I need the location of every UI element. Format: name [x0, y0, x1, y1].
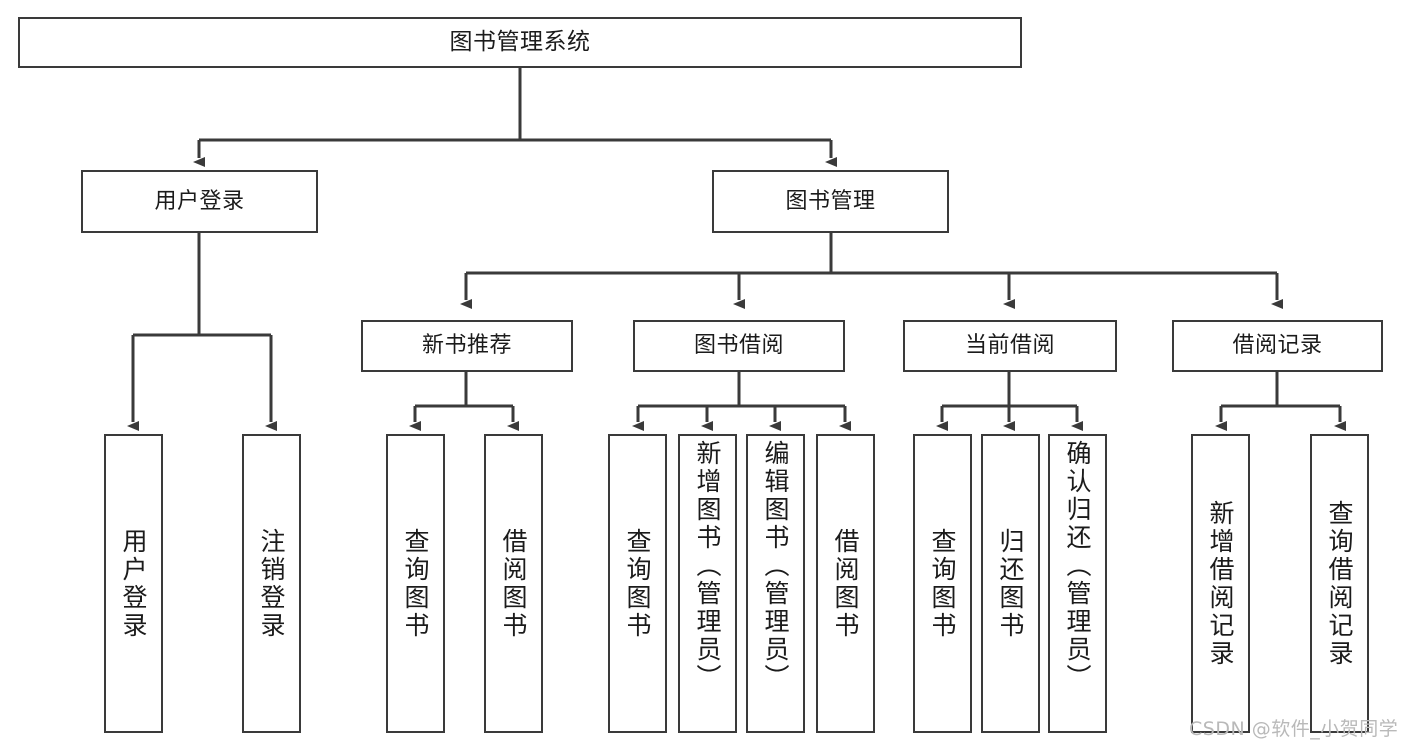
leaf-borrow-add-book-admin[interactable]: 新增图书（管理员）: [678, 434, 737, 733]
leaf-current-return-book[interactable]: 归还图书: [981, 434, 1040, 733]
node-label: 图书借阅: [693, 333, 784, 359]
node-label: 新增图书（管理员）: [693, 440, 722, 692]
node-user-login[interactable]: 用户登录: [81, 170, 318, 233]
leaf-borrow-edit-book-admin[interactable]: 编辑图书（管理员）: [746, 434, 805, 733]
node-borrow-record[interactable]: 借阅记录: [1172, 320, 1383, 372]
node-label: 确认归还（管理员）: [1063, 440, 1092, 692]
node-book-management[interactable]: 图书管理: [712, 170, 949, 233]
node-label: 查询借阅记录: [1325, 499, 1354, 668]
node-label: 图书管理: [785, 188, 876, 214]
node-label: 借阅记录: [1232, 333, 1323, 359]
leaf-borrow-query-book[interactable]: 查询图书: [608, 434, 667, 733]
leaf-borrow-borrow-book[interactable]: 借阅图书: [816, 434, 875, 733]
node-label: 用户登录: [154, 188, 245, 214]
node-label: 新增借阅记录: [1206, 499, 1235, 668]
node-label: 图书管理系统: [449, 28, 591, 55]
leaf-user-login-logout[interactable]: 注销登录: [242, 434, 301, 733]
node-label: 用户登录: [119, 527, 148, 640]
node-current-borrow[interactable]: 当前借阅: [903, 320, 1117, 372]
node-label: 查询图书: [623, 527, 652, 640]
node-label: 编辑图书（管理员）: [761, 440, 790, 692]
node-label: 查询图书: [401, 527, 430, 640]
watermark-text: CSDN @软件_小贺同学: [1189, 718, 1399, 740]
node-label: 借阅图书: [831, 527, 860, 640]
node-new-book-recommend[interactable]: 新书推荐: [361, 320, 573, 372]
leaf-user-login-login[interactable]: 用户登录: [104, 434, 163, 733]
node-label: 当前借阅: [964, 333, 1055, 359]
leaf-current-confirm-return-admin[interactable]: 确认归还（管理员）: [1048, 434, 1107, 733]
leaf-new-book-borrow[interactable]: 借阅图书: [484, 434, 543, 733]
node-label: 注销登录: [257, 527, 286, 640]
node-label: 归还图书: [996, 527, 1025, 640]
node-label: 查询图书: [928, 527, 957, 640]
node-book-borrow[interactable]: 图书借阅: [633, 320, 845, 372]
node-label: 借阅图书: [499, 527, 528, 640]
node-root-system[interactable]: 图书管理系统: [18, 17, 1022, 68]
leaf-record-add-record[interactable]: 新增借阅记录: [1191, 434, 1250, 733]
node-label: 新书推荐: [421, 333, 512, 359]
leaf-new-book-query[interactable]: 查询图书: [386, 434, 445, 733]
leaf-record-query-record[interactable]: 查询借阅记录: [1310, 434, 1369, 733]
leaf-current-query-book[interactable]: 查询图书: [913, 434, 972, 733]
